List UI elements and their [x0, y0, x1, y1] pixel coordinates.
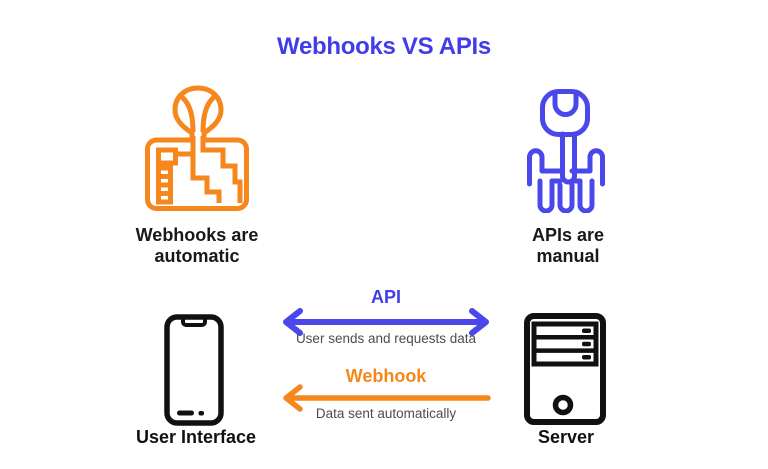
automatic-gear-shifter-icon [145, 84, 249, 214]
webhook-flow-label: Webhook [345, 366, 427, 386]
smartphone-icon [164, 314, 224, 426]
manual-gear-shifter-icon [527, 89, 605, 213]
webhook-flow-description: Data sent automatically [315, 406, 457, 421]
diagram-title: Webhooks VS APIs [277, 33, 491, 60]
webhook-left-arrow-icon [280, 384, 492, 412]
apis-caption-line1: APIs are [531, 225, 605, 245]
server-icon [524, 313, 606, 425]
apis-caption-line2: manual [536, 246, 600, 266]
webhooks-caption-line1: Webhooks are [135, 225, 259, 245]
webhooks-caption: Webhooks are automatic [97, 225, 297, 267]
api-flow-label: API [370, 287, 401, 307]
api-bidirectional-arrow-icon [280, 308, 492, 336]
api-flow-description: User sends and requests data [295, 331, 477, 346]
webhooks-caption-line2: automatic [154, 246, 240, 266]
server-label: Server [537, 427, 595, 447]
user-interface-label: User Interface [135, 427, 257, 447]
apis-caption: APIs are manual [468, 225, 668, 267]
